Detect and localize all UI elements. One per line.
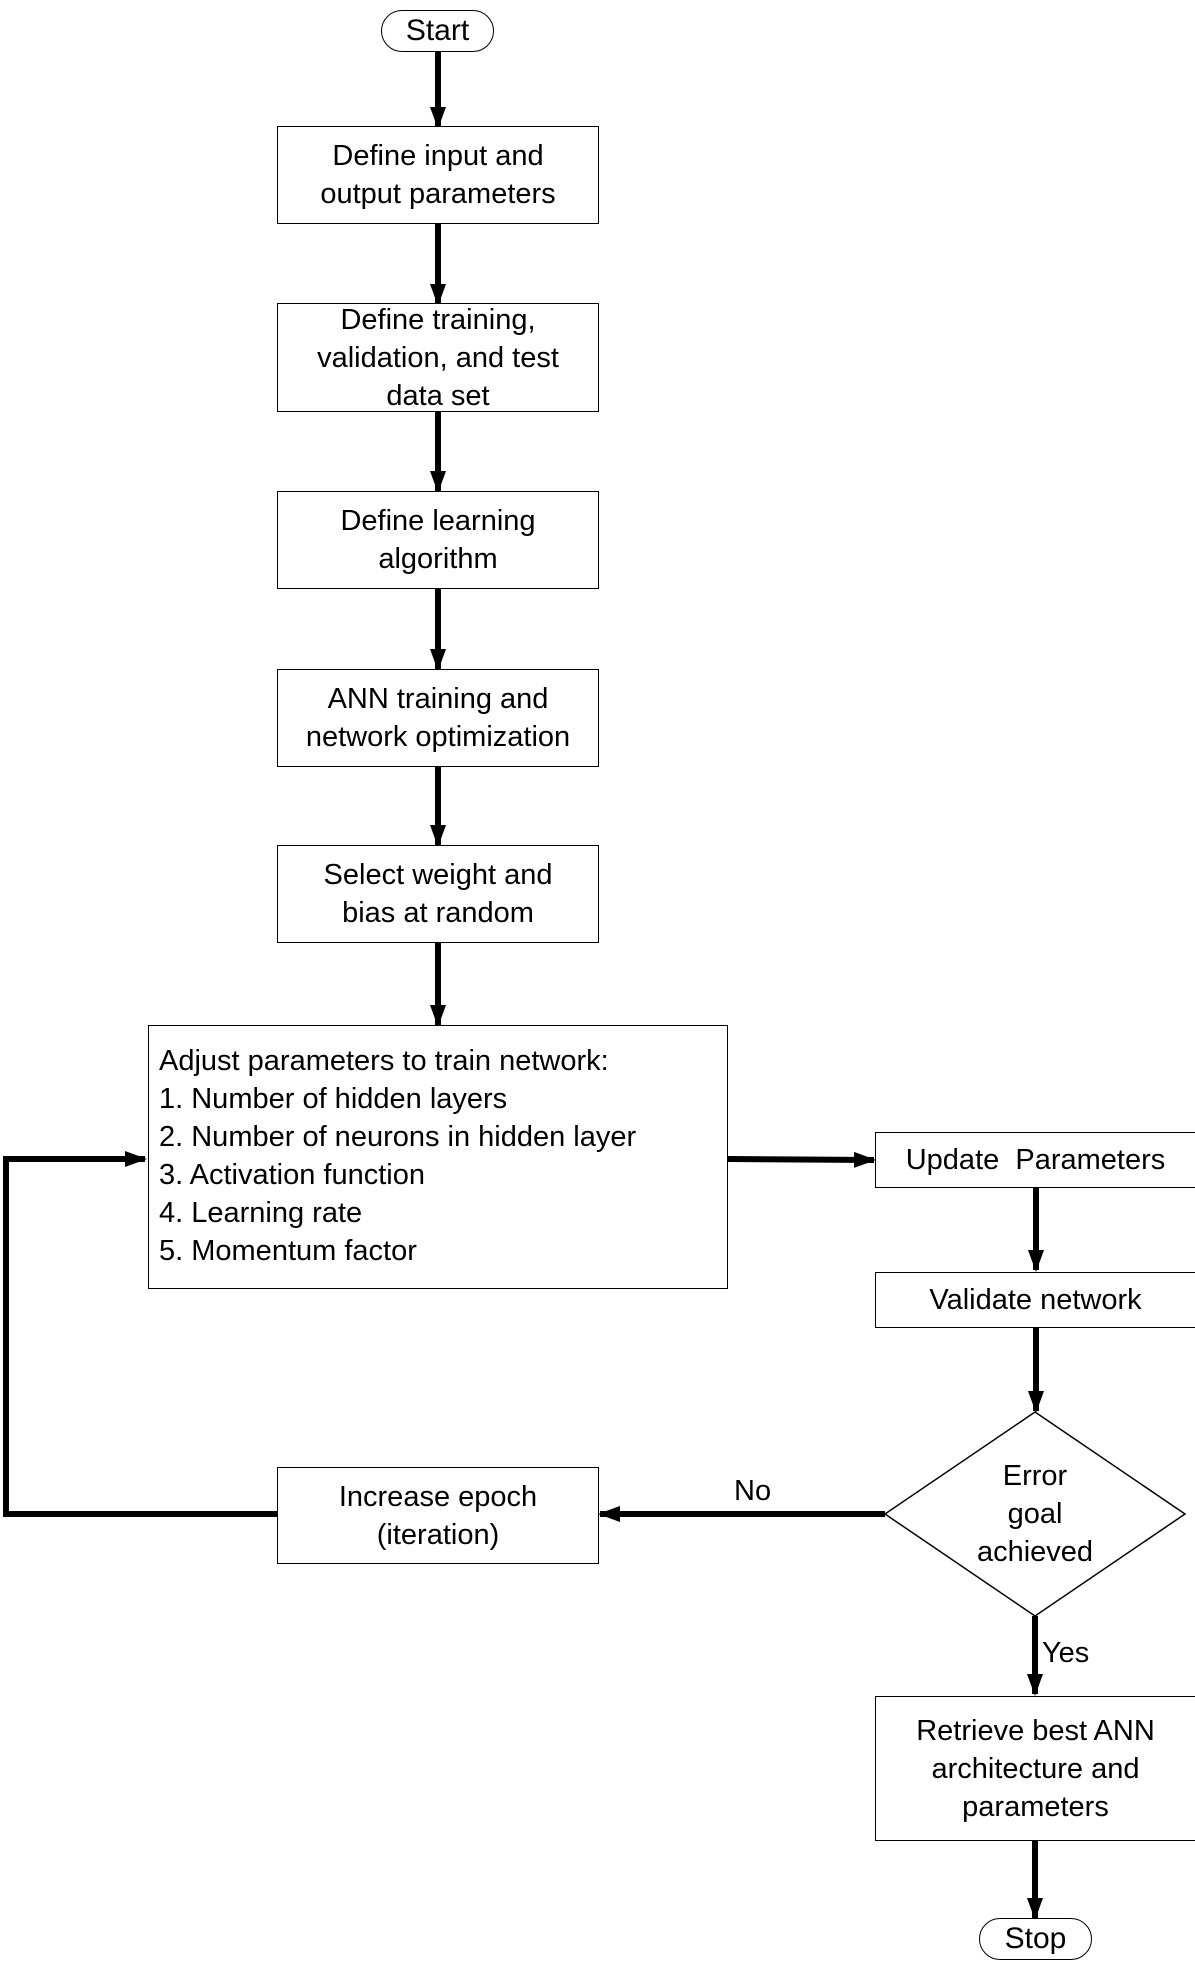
select-weights-box: Select weight and bias at random [277,845,599,943]
define-algorithm-label: Define learning algorithm [340,505,536,575]
define-datasets-box: Define training, validation, and test da… [277,303,599,412]
stop-label: Stop [1004,1922,1067,1955]
increase-epoch-box: Increase epoch (iteration) [277,1467,599,1564]
yes-edge-label: Yes [1042,1637,1090,1669]
list-item: 2. Number of neurons in hidden layer [159,1121,637,1153]
ann-training-label: ANN training and network optimization [305,683,571,753]
list-item: 3. Activation function [159,1159,425,1191]
select-weights-label: Select weight and bias at random [323,859,553,929]
validate-network-box: Validate network [875,1272,1195,1328]
arrow-adjust-to-update [727,1151,876,1168]
ann-training-box: ANN training and network optimization [277,669,599,767]
decision-label: Error goal achieved [976,1460,1094,1568]
start-terminal: Start [381,10,494,52]
arrow-epoch-loop-back [3,1151,277,1517]
adjust-parameters-list: 1. Number of hidden layers 2. Number of … [159,1080,727,1270]
stop-terminal: Stop [979,1918,1092,1960]
start-label: Start [405,14,470,47]
no-edge-label: No [734,1475,772,1507]
decision-diamond [883,1411,1187,1617]
adjust-parameters-heading: Adjust parameters to train network: [159,1045,609,1077]
define-io-label: Define input and output parameters [320,140,556,210]
list-item: 1. Number of hidden layers [159,1083,508,1115]
define-datasets-label: Define training, validation, and test da… [317,303,559,412]
define-algorithm-box: Define learning algorithm [277,491,599,589]
update-parameters-box: Update Parameters [875,1132,1195,1188]
adjust-parameters-box: Adjust parameters to train network: 1. N… [148,1025,728,1289]
validate-network-label: Validate network [929,1284,1142,1316]
increase-epoch-label: Increase epoch (iteration) [338,1480,538,1551]
define-io-box: Define input and output parameters [277,126,599,224]
list-item: 4. Learning rate [159,1197,363,1229]
list-item: 5. Momentum factor [159,1235,417,1267]
retrieve-best-box: Retrieve best ANN architecture and param… [875,1696,1195,1841]
retrieve-best-label: Retrieve best ANN architecture and param… [916,1714,1155,1823]
update-parameters-label: Update Parameters [905,1144,1166,1176]
